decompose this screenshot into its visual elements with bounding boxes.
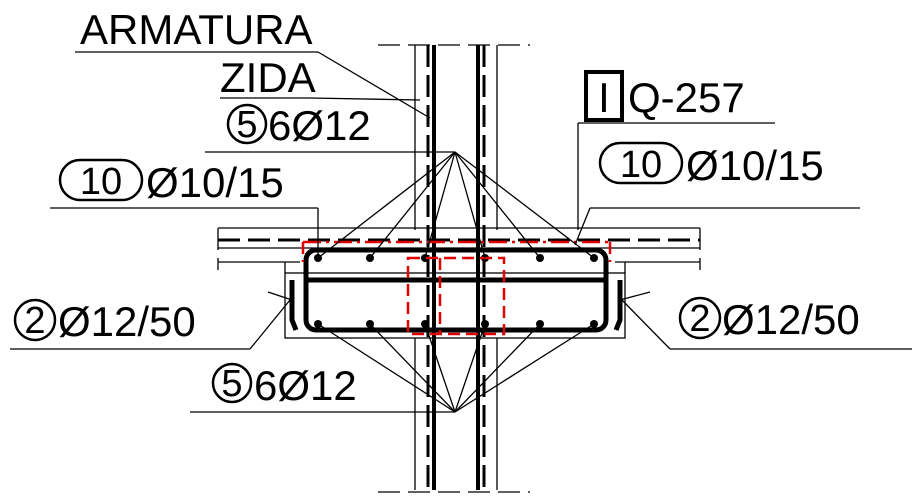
tag-q257: I <box>598 74 610 121</box>
mark-bottom: 5 <box>221 363 242 405</box>
label-left-stirrup: Ø10/15 <box>146 159 284 206</box>
mark-right-side: 2 <box>689 298 710 340</box>
mark-right-stirrup: 10 <box>620 144 662 186</box>
mark-top: 5 <box>236 104 257 146</box>
wall-section <box>378 44 530 493</box>
label-right-stirrup: Ø10/15 <box>686 142 824 189</box>
label-zida: ZIDA <box>220 54 316 101</box>
label-bottom-bars: 6Ø12 <box>254 362 357 409</box>
mark-circle-right-stirrup <box>598 141 684 185</box>
stirrup-bar <box>303 247 609 333</box>
mark-circle-left-side <box>13 298 57 342</box>
label-top-bars: 6Ø12 <box>268 102 371 149</box>
hidden-reinforcement <box>301 240 612 336</box>
tag-box-q257 <box>584 70 624 122</box>
leader-lines <box>10 51 912 413</box>
mark-circle-right-side <box>678 296 722 340</box>
label-left-side: Ø12/50 <box>58 298 196 345</box>
mark-left-side: 2 <box>24 300 45 342</box>
mark-circle-top <box>226 103 268 145</box>
longitudinal-bars <box>314 254 598 328</box>
mark-left-stirrup: 10 <box>80 161 122 203</box>
beam-outline <box>284 262 626 339</box>
side-bars <box>267 280 651 331</box>
mark-circle-left-stirrup <box>58 158 144 202</box>
mark-circle-bottom <box>211 362 253 404</box>
label-armatura: ARMATURA <box>80 6 313 53</box>
label-right-side: Ø12/50 <box>722 296 860 343</box>
label-q257: Q-257 <box>628 74 745 121</box>
